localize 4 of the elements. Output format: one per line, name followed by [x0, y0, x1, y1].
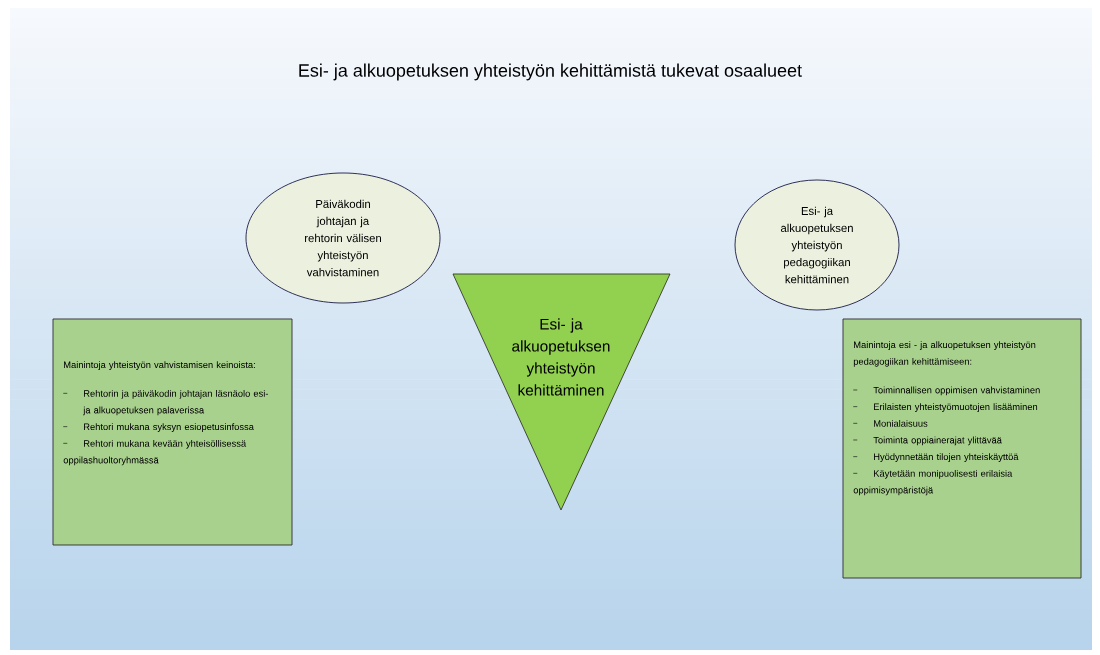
triangle: Esi- ja alkuopetuksen yhteistyön kehittäminen	[452, 273, 671, 511]
text-box: Mainintoja yhteistyön vahvistamisen keinoista: Rehtorin ja päiväkodin johtajan läsnäolo esi- ja alkuopetuksen palaverissa Rehtori mukana syksyn esiopetusinfossa Rehtori mukana kevään yhteisöllisessä oppilashuoltoryhmässä	[52, 318, 293, 546]
text-box: Mainintoja esi - ja alkuopetuksen yhteistyön pedagogiikan kehittämiseen: Toiminnallisen oppimisen vahvistaminen Erilaisten yhteistyömuotojen lisääminen Monialaisuus Toiminta oppiainerajat ylittävää Hyödynnetään tilojen yhteiskäyttöä Käytetään monipuolisesti erilaisia oppimisympäristöjä	[842, 318, 1082, 579]
title: Esi- ja alkuopetuksen yhteistyön kehittämistä tukevat osaalueet	[299, 63, 802, 81]
